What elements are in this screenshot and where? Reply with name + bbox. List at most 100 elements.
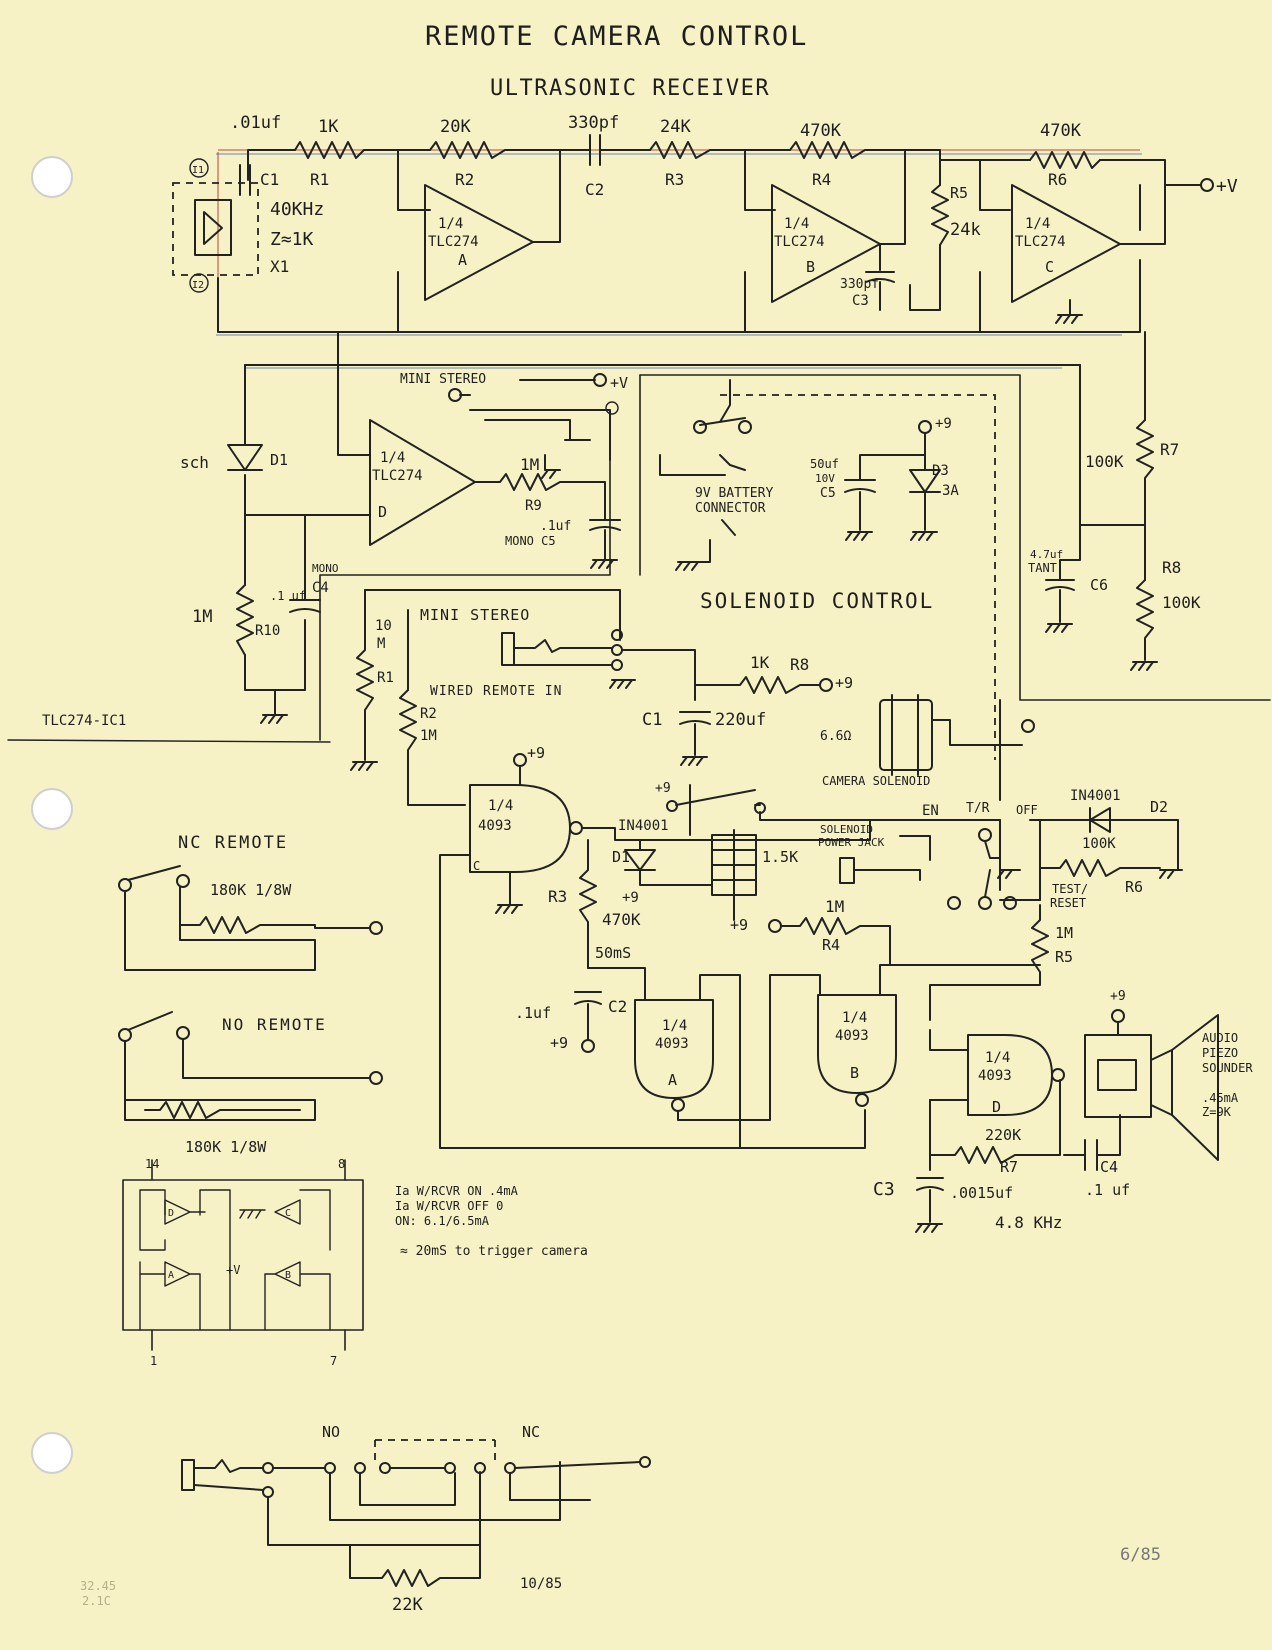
label-sounder-impedance: Z=9K — [1202, 1105, 1232, 1119]
label-plus9-top: +9 — [935, 416, 952, 432]
label-c1-220uf: C1 — [642, 710, 662, 730]
label-c2-01uf-value: .1uf — [515, 1004, 551, 1022]
label-nc-resistor: 180K 1/8W — [210, 881, 292, 899]
label-nand-c-id: C — [473, 859, 480, 873]
label-piezo: PIEZO — [1202, 1046, 1238, 1060]
pencil-note-1: 32.45 — [80, 1579, 116, 1593]
label-opamp-d-name: TLC274 — [372, 468, 423, 484]
label-in4001-right: IN4001 — [1070, 788, 1121, 804]
label-c2-value: 330pf — [568, 113, 619, 133]
nand-gate-a — [634, 999, 714, 1099]
label-c4-01uf: C4 — [1100, 1158, 1118, 1176]
label-pinout-vplus: +V — [226, 1263, 240, 1277]
resistor-r6 — [1029, 151, 1101, 169]
label-opamp-b-frac: 1/4 — [784, 216, 809, 232]
tlc274-pinout — [122, 1159, 364, 1351]
label-r3-470k-value: 470K — [602, 910, 641, 929]
label-no-switch: NO — [322, 1423, 340, 1441]
label-pinout-c: C — [285, 1208, 291, 1219]
label-pinout-a: A — [168, 1270, 174, 1281]
label-c3-0015uf-value: .0015uf — [950, 1184, 1013, 1202]
diode-d2-in4001 — [1029, 807, 1179, 871]
label-pin-8: 8 — [338, 1157, 345, 1171]
diode-d1 — [227, 444, 263, 471]
label-opamp-b-name: TLC274 — [774, 234, 825, 250]
label-r7: R7 — [1160, 440, 1179, 459]
label-opamp-b-id: B — [806, 258, 815, 276]
label-plus9-r3: +9 — [622, 890, 639, 906]
capacitor-c5-mono — [589, 519, 621, 561]
label-power-jack: POWER JACK — [818, 836, 885, 849]
no-remote-diagram — [118, 1011, 383, 1121]
label-no-remote: NO REMOTE — [222, 1015, 327, 1034]
label-r6-100k: R6 — [1125, 878, 1143, 896]
label-c2: C2 — [585, 180, 604, 199]
opamp-d — [369, 419, 476, 546]
label-r10-value: 1M — [192, 607, 212, 627]
label-connector: CONNECTOR — [695, 501, 766, 516]
label-r8-value: 100K — [1162, 593, 1201, 612]
label-r3: R3 — [665, 170, 684, 189]
label-opamp-d-id: D — [378, 503, 387, 521]
label-nc-switch: NC — [522, 1423, 540, 1441]
wired-remote-jack — [501, 632, 515, 666]
label-c5-mono: MONO C5 — [505, 534, 556, 548]
date-right: 6/85 — [1120, 1545, 1161, 1565]
label-r4-value: 470K — [800, 121, 842, 141]
label-r5-1m-value: 1M — [1055, 924, 1073, 942]
label-r2-1m-value: 1M — [420, 728, 437, 744]
capacitor-c2-01uf — [574, 991, 602, 1041]
receiver-wiring — [216, 149, 1201, 716]
label-22k: 22K — [392, 1595, 423, 1615]
label-pinout-d: D — [168, 1208, 174, 1219]
label-nand-d-id: D — [992, 1098, 1001, 1116]
label-plus9-r4: +9 — [730, 916, 748, 934]
label-c4-01uf-value: .1 uf — [1085, 1181, 1130, 1199]
label-plus9-piezo: +9 — [1110, 989, 1126, 1004]
resistor-r1 — [294, 141, 365, 159]
capacitor-c4-01uf — [1063, 1114, 1121, 1171]
label-mini-stereo-sol: MINI STEREO — [420, 606, 530, 624]
page-title: REMOTE CAMERA CONTROL — [425, 21, 808, 52]
label-i1: I1 — [192, 165, 204, 176]
label-pin-1: 1 — [150, 1354, 157, 1368]
resistor-r7-220k — [929, 1079, 1061, 1164]
label-nand-c-frac: 1/4 — [488, 798, 513, 814]
label-frequency-khz: 4.8 KHz — [995, 1213, 1062, 1232]
vplus-terminal — [1200, 178, 1214, 192]
label-r5-1m: R5 — [1055, 948, 1073, 966]
label-c4-value: .1 uf — [270, 589, 306, 603]
label-plus9-c2: +9 — [550, 1034, 568, 1052]
label-sch: sch — [180, 453, 209, 472]
label-opamp-c-name: TLC274 — [1015, 234, 1066, 250]
resistor-r5 — [931, 184, 949, 246]
resistor-r10 — [236, 584, 254, 656]
label-d2: D2 — [1150, 798, 1168, 816]
label-c5-battery: C5 — [820, 486, 836, 501]
label-r4-1m: R4 — [822, 936, 840, 954]
label-plus9-nand: +9 — [527, 744, 545, 762]
diode-d1-in4001 — [624, 839, 713, 886]
label-ohm: 6.6Ω — [820, 729, 851, 744]
label-vplus-right: +V — [1216, 176, 1238, 197]
resistor-r7 — [1136, 419, 1154, 581]
date-bottom: 10/85 — [520, 1576, 562, 1592]
label-frequency: 40KHz — [270, 199, 324, 220]
resistor-r6-100k — [1039, 859, 1161, 877]
dashed-enclosure — [720, 394, 996, 760]
transducer-x1-box — [172, 182, 259, 276]
resistor-r8 — [1136, 579, 1154, 661]
resistor-r3 — [649, 141, 711, 159]
label-nand-b-frac: 1/4 — [842, 1010, 867, 1026]
label-d3: D3 — [932, 463, 949, 479]
label-r9-value: 1M — [520, 455, 539, 474]
label-r7-220k-value: 220K — [985, 1126, 1021, 1144]
label-opamp-a-frac: 1/4 — [438, 216, 463, 232]
capacitor-c3 — [865, 243, 895, 283]
label-mini-stereo-top: MINI STEREO — [400, 372, 486, 387]
label-solenoid-power: SOLENOID — [820, 823, 873, 836]
label-plus9-switch: +9 — [655, 781, 671, 796]
label-r5: R5 — [950, 184, 968, 202]
capacitor-c1 — [239, 164, 251, 196]
